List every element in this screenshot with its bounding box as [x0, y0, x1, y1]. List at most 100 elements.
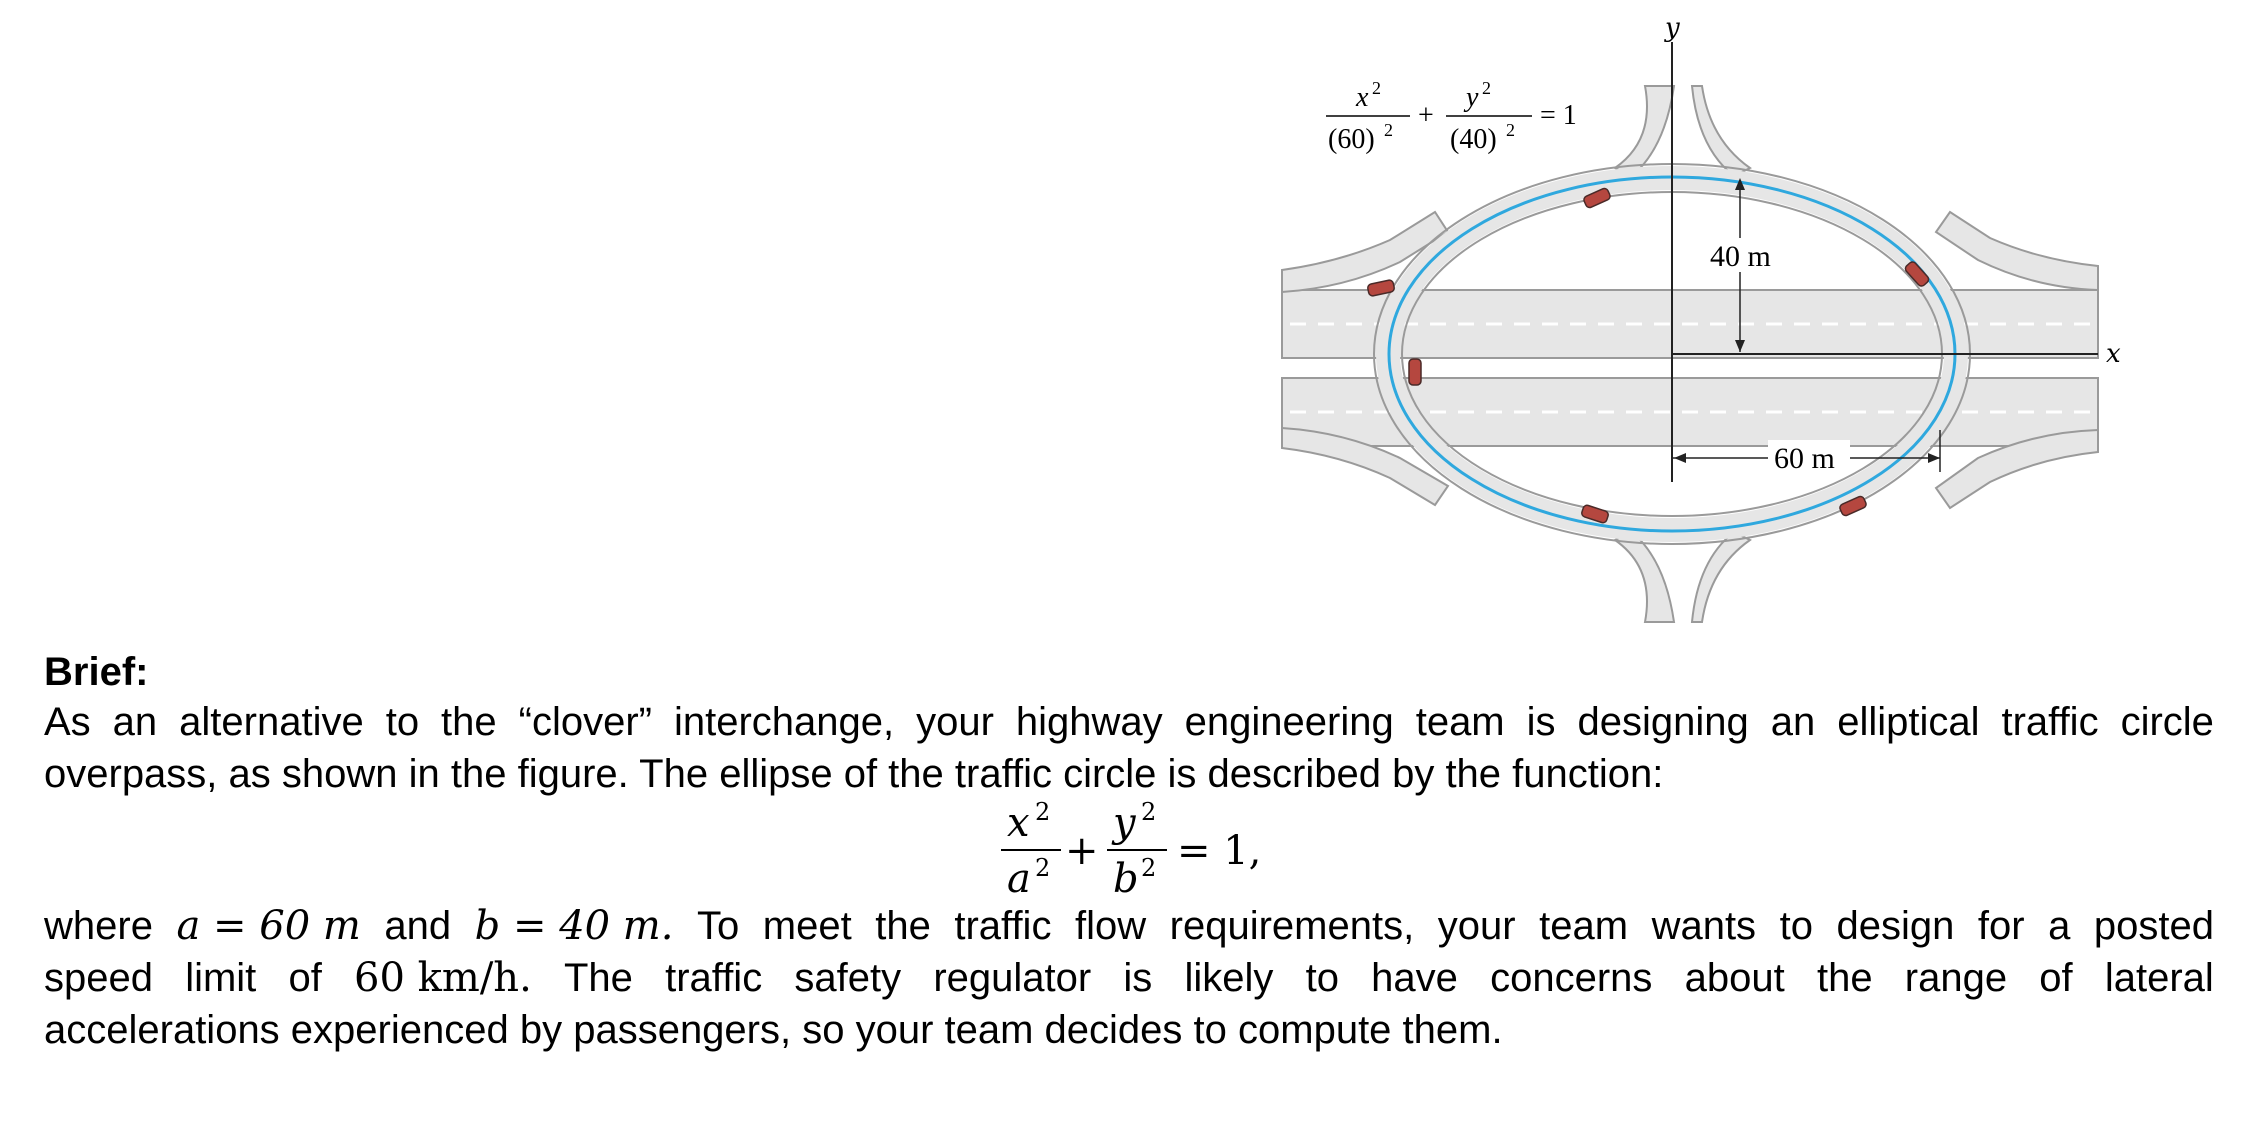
- dim-horizontal-label: 60 m: [1774, 442, 1835, 475]
- ramp-right-upper: [1934, 210, 2099, 292]
- brief-line-5: accelerations experienced by passengers,…: [44, 1008, 1503, 1052]
- eq-a: a: [1007, 856, 1031, 902]
- dim-label-bg: [1768, 440, 1850, 474]
- word: speed: [44, 956, 153, 1000]
- word: design: [1836, 904, 1955, 948]
- word: traffic: [665, 956, 763, 1000]
- eq-den-2: (40): [1450, 124, 1497, 155]
- word: about: [1684, 956, 1785, 1000]
- brief-heading: Brief:: [44, 650, 149, 694]
- eq-b: b: [1113, 856, 1139, 902]
- dim-arrow-left: [1674, 453, 1686, 463]
- word: traffic: [2001, 700, 2099, 744]
- car: [1367, 279, 1395, 297]
- word: for: [1977, 904, 2025, 948]
- eq-x: x: [1007, 800, 1030, 846]
- car: [1583, 187, 1611, 209]
- word: the: [1816, 956, 1873, 1000]
- eq-den-2-exp: 2: [1506, 120, 1515, 140]
- word: The: [563, 956, 633, 1000]
- eq-a-exp: 2: [1035, 854, 1050, 882]
- word: regulator: [933, 956, 1092, 1000]
- eq-x-exp: 2: [1035, 800, 1050, 826]
- word: to: [1779, 904, 1813, 948]
- x-axis-label: x: [2106, 339, 2121, 369]
- eq-den-1: (60): [1328, 124, 1375, 155]
- eq-num-1-exp: 2: [1372, 78, 1381, 98]
- word: meet: [762, 904, 852, 948]
- word: your: [1437, 904, 1516, 948]
- ramp-bottom: [1613, 530, 1752, 623]
- dim-label-bg: [1706, 238, 1782, 272]
- word: traffic: [954, 904, 1052, 948]
- word: of: [288, 956, 322, 1000]
- car: [1581, 504, 1609, 524]
- word: your: [916, 700, 994, 744]
- word: wants: [1651, 904, 1757, 948]
- y-axis-label: y: [1664, 13, 1680, 43]
- car: [1408, 358, 1422, 386]
- eq-b-exp: 2: [1141, 854, 1156, 882]
- eq-plus: +: [1065, 828, 1099, 874]
- word: likely: [1184, 956, 1274, 1000]
- word: lateral: [2104, 956, 2214, 1000]
- speed-limit-value: 60 km/h.: [354, 955, 532, 1001]
- eq-plus: +: [1418, 100, 1434, 131]
- word: a: [2048, 904, 2071, 948]
- word: and: [384, 904, 452, 948]
- word: an: [112, 700, 158, 744]
- figure-equation: x 2 (60) 2 + y 2 (40) 2 = 1: [1326, 78, 1577, 155]
- word: to: [385, 700, 420, 744]
- ramp-left-upper: [1281, 210, 1450, 294]
- word: posted: [2093, 904, 2214, 948]
- word: As: [44, 700, 91, 744]
- word: is: [1123, 956, 1153, 1000]
- word: where: [44, 904, 153, 948]
- traffic-circle-figure: y x 40 m 60 m x 2 (60) 2 + y 2 (40) 2 = …: [1281, 13, 2121, 623]
- car: [1904, 261, 1930, 287]
- word: team: [1539, 904, 1629, 948]
- word: have: [1371, 956, 1458, 1000]
- word: the: [441, 700, 497, 744]
- word: of: [2039, 956, 2073, 1000]
- word: team: [1415, 700, 1505, 744]
- word: limit: [185, 956, 257, 1000]
- word: concerns: [1490, 956, 1653, 1000]
- word: the: [875, 904, 931, 948]
- dim-arrow-up: [1735, 178, 1745, 190]
- ramp-right-lower: [1934, 428, 2099, 510]
- ramp-left-lower: [1281, 426, 1450, 507]
- brief-line-2: overpass, as shown in the figure. The el…: [44, 752, 1664, 796]
- a-expression: a = 60 m: [176, 903, 361, 949]
- eq-den-1-exp: 2: [1384, 120, 1393, 140]
- word: alternative: [179, 700, 364, 744]
- eq-num-2-exp: 2: [1482, 78, 1491, 98]
- word: engineering: [1184, 700, 1394, 744]
- eq-rhs: = 1: [1540, 100, 1577, 131]
- eq-num-1: x: [1355, 82, 1369, 113]
- word: range: [1904, 956, 2008, 1000]
- word: highway: [1015, 700, 1163, 744]
- word: elliptical: [1837, 700, 1980, 744]
- word: “clover”: [518, 700, 652, 744]
- word: requirements,: [1169, 904, 1415, 948]
- dim-arrow-right: [1928, 453, 1940, 463]
- word: designing: [1577, 700, 1749, 744]
- word: circle: [2120, 700, 2214, 744]
- dim-vertical-label: 40 m: [1710, 240, 1771, 273]
- eq-num-2: y: [1463, 82, 1479, 113]
- b-expression: b = 40 m.: [474, 903, 674, 949]
- word: is: [1526, 700, 1556, 744]
- word: to: [1305, 956, 1339, 1000]
- word: safety: [794, 956, 902, 1000]
- word: interchange,: [673, 700, 895, 744]
- word: an: [1770, 700, 1816, 744]
- eq-y: y: [1111, 800, 1137, 846]
- eq-y-exp: 2: [1141, 800, 1156, 826]
- car: [1839, 495, 1867, 517]
- dim-arrow-down: [1735, 340, 1745, 352]
- cars: [1367, 187, 1930, 524]
